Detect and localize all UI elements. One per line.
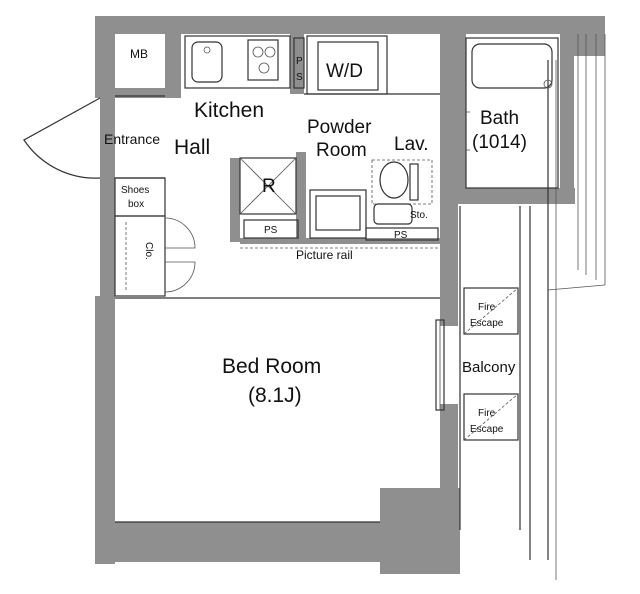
balcony-label: Balcony xyxy=(462,359,516,376)
ps-right-label: PS xyxy=(394,230,408,241)
wall-bedroom-top xyxy=(240,238,440,244)
sink-icon xyxy=(191,41,223,83)
fire-escape-bottom-1: Fire xyxy=(478,408,496,419)
refrigerator xyxy=(239,157,297,215)
bed-room-size-label: (8.1J) xyxy=(248,384,302,407)
bath-label-1: Bath xyxy=(480,108,519,129)
powder-room-label-2: Room xyxy=(316,140,367,161)
bedroom-window xyxy=(435,319,445,411)
entrance-label: Entrance xyxy=(104,131,160,147)
wall-powder-left xyxy=(296,152,306,244)
wall-top xyxy=(95,16,605,34)
wd-label: W/D xyxy=(326,61,363,82)
shoes-box-label-1: Shoes xyxy=(121,185,149,196)
picture-rail-label: Picture rail xyxy=(296,248,353,262)
sto-label: Sto. xyxy=(410,210,428,221)
mb-label: MB xyxy=(130,47,148,61)
kitchen-label: Kitchen xyxy=(194,99,264,122)
clo-label: Clo. xyxy=(143,242,154,260)
balcony-structure xyxy=(459,34,606,580)
entrance-door xyxy=(23,97,101,179)
wall-bath-left xyxy=(440,34,462,199)
bathtub xyxy=(465,37,559,189)
wall-left-upper xyxy=(95,16,115,96)
hall-label: Hall xyxy=(174,136,210,159)
bed-room-label: Bed Room xyxy=(222,355,321,378)
wall-mb-bottom xyxy=(95,88,181,98)
wall-fridge-left xyxy=(230,158,240,242)
fire-escape-top-1: Fire xyxy=(478,302,496,313)
wall-left-lower xyxy=(95,296,115,564)
interior-lines xyxy=(115,93,440,523)
kitchen-fixtures xyxy=(184,35,291,89)
lavatory xyxy=(309,159,433,239)
shoes-box-label-2: box xyxy=(128,199,144,210)
labels: MB Kitchen W/D P S Powder Room Bath (101… xyxy=(104,47,527,435)
ps-vertical-box xyxy=(293,37,305,89)
lav-label: Lav. xyxy=(394,134,429,155)
ps-vertical-bottom: S xyxy=(296,72,303,83)
wall-bottom-right-block xyxy=(380,488,460,574)
ps-left-label: PS xyxy=(264,225,278,236)
walls xyxy=(95,16,605,574)
toilet-icon xyxy=(379,161,409,199)
fire-escape-hatches xyxy=(463,287,519,441)
wall-left-mid xyxy=(100,178,115,298)
wall-right-upper xyxy=(440,196,458,326)
wall-bath-right xyxy=(560,34,574,199)
bath-label-2: (1014) xyxy=(472,132,527,153)
wall-right-lower xyxy=(440,404,458,494)
refrigerator-label: R xyxy=(262,176,276,197)
ps-right-box xyxy=(365,227,439,241)
wall-bottom-left xyxy=(95,522,385,562)
ps-left-box xyxy=(243,219,299,239)
stove-icon xyxy=(247,39,279,81)
ps-vertical-top: P xyxy=(296,56,303,67)
fire-escape-bottom-2: Escape xyxy=(470,424,504,435)
powder-room-label-1: Powder xyxy=(307,117,372,138)
wall-bath-inner xyxy=(458,34,466,194)
fire-escape-top-2: Escape xyxy=(470,318,504,329)
wall-mb-right xyxy=(165,16,181,96)
shoes-box-and-closet xyxy=(114,177,196,297)
wall-bath-bottom xyxy=(440,188,575,204)
wall-entrance xyxy=(100,96,115,178)
